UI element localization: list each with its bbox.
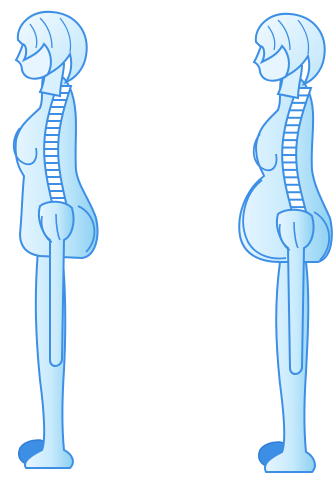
front-leg	[25, 250, 73, 468]
figure-normal	[14, 12, 98, 468]
figure-pregnant	[239, 14, 332, 472]
